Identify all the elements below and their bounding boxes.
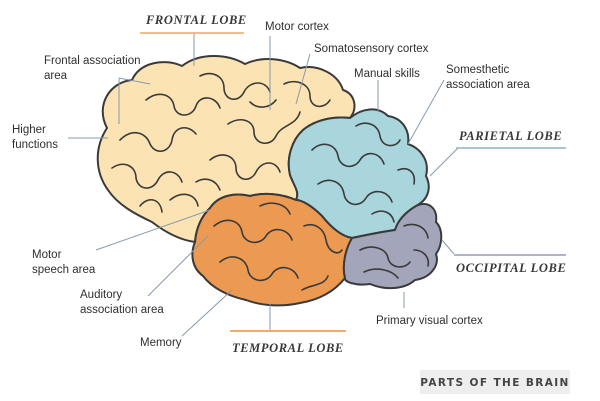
motor-speech-label-line2: speech area (32, 264, 96, 276)
motor-speech-label-line1: Motor (32, 249, 62, 261)
leader-lines (68, 33, 459, 337)
frontal-association-label-line2: area (44, 70, 68, 82)
occipital-lobe-label: OCCIPITAL LOBE (456, 261, 566, 275)
footer-badge (420, 370, 570, 394)
somesthetic-label-line2: association area (446, 79, 530, 91)
manual-skills-label: Manual skills (354, 68, 420, 80)
auditory-association-label-line2: association area (80, 304, 164, 316)
primary-visual-cortex-label: Primary visual cortex (376, 315, 483, 327)
parietal-lobe-label: PARIETAL LOBE (459, 129, 562, 143)
memory-label: Memory (140, 337, 182, 349)
footer-title: PARTS OF THE BRAIN (420, 377, 570, 389)
motor-cortex-label: Motor cortex (265, 21, 329, 33)
frontal-lobe-label: FRONTAL LOBE (145, 13, 247, 27)
higher-functions-label-line2: functions (12, 139, 58, 151)
temporal-lobe-label: TEMPORAL LOBE (232, 341, 344, 355)
somatosensory-cortex-label: Somatosensory cortex (314, 43, 429, 55)
auditory-association-label-line1: Auditory (80, 289, 122, 301)
frontal-association-label-line1: Frontal association (44, 55, 141, 67)
somesthetic-label-line1: Somesthetic (446, 64, 510, 76)
higher-functions-label-line1: Higher (12, 124, 46, 136)
brain-folds (111, 72, 430, 291)
